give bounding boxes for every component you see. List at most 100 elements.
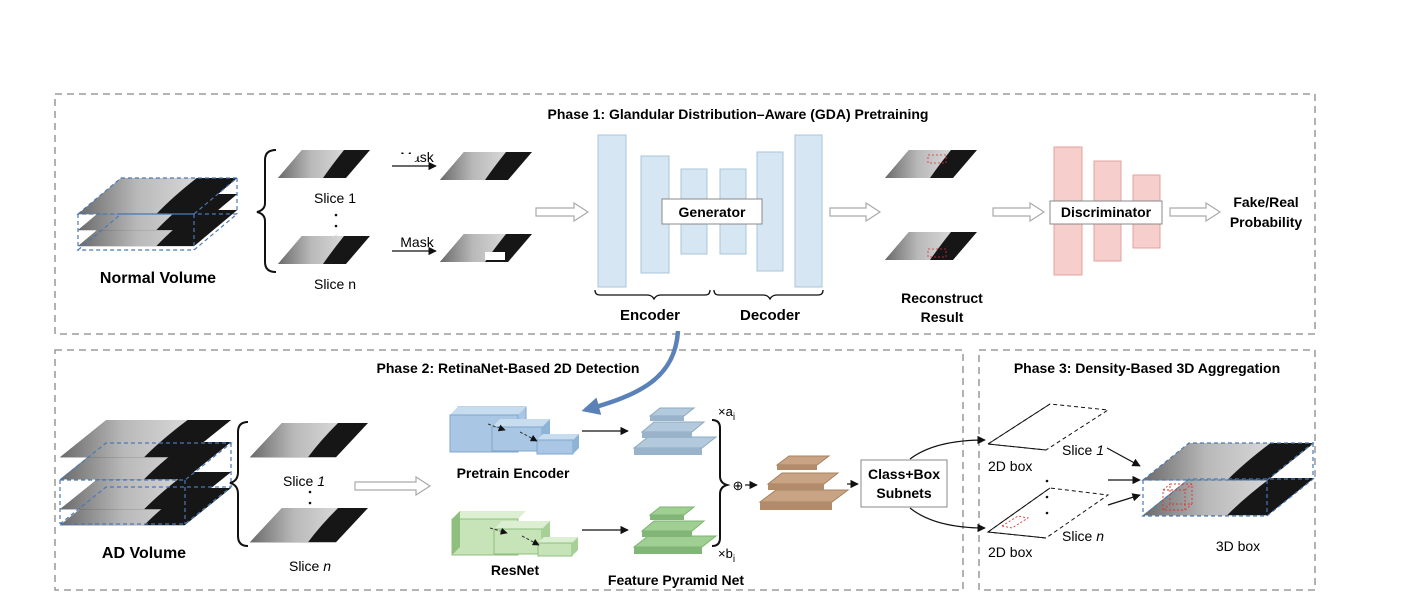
fpn-blue-level-1	[632, 436, 718, 449]
ad-slice-1-image	[250, 423, 368, 458]
ad-slice-1-label: Slice 1	[283, 473, 325, 489]
ad-volume-label: AD Volume	[102, 545, 186, 562]
reconstructed-slice-n-image	[885, 232, 977, 260]
fpn-green-level-2	[640, 520, 706, 532]
generator-unet: Generator	[597, 134, 823, 288]
discriminator-network: Discriminator	[1049, 146, 1163, 276]
output-label-line1: Fake/Real	[1233, 194, 1298, 210]
mask-patch-n	[485, 252, 505, 260]
volume-bounding-box-top	[76, 177, 239, 215]
fpn-label: Feature Pyramid Net	[608, 572, 744, 588]
reconstruct-label-line2: Result	[921, 309, 964, 325]
hollow-arrow-to-reconstruct	[829, 201, 882, 223]
encoder-label: Encoder	[620, 307, 680, 324]
slice-1-image	[278, 150, 370, 178]
normal-volume-stack	[76, 177, 239, 251]
reconstructed-slice-1-image	[885, 150, 977, 178]
pretrain-encoder-label: Pretrain Encoder	[457, 465, 570, 481]
phase3-vertical-ellipsis	[1045, 479, 1049, 515]
hollow-arrow-to-backbones	[354, 475, 432, 497]
resnet-block-3	[537, 542, 573, 557]
resnet-blocks	[451, 511, 578, 557]
vertical-ellipsis	[334, 213, 338, 239]
fpn-green-stack	[632, 506, 718, 554]
arrow-subnets-to-bottom-slice	[909, 507, 986, 533]
fpn-blue-level-3	[648, 407, 696, 417]
phase1-border	[54, 93, 1316, 335]
ad-slice-brace	[229, 421, 249, 547]
decoder-brace	[713, 289, 824, 301]
fused-level-1	[758, 489, 850, 503]
phase3-slice-n-label: Slice n	[1062, 528, 1104, 544]
pretrain-encoder-block-3	[536, 439, 574, 455]
output-label-line2: Probability	[1230, 214, 1303, 230]
arrow-subnets-to-top-slice	[909, 435, 986, 460]
fpn-blue-level-2	[640, 421, 706, 433]
box2d-bottom-label: 2D box	[988, 544, 1032, 560]
pretrained-weights-arrow	[581, 330, 681, 415]
reconstructed-patch-n	[927, 248, 947, 258]
arrow-top-to-3d	[1106, 447, 1141, 467]
phase2-panel: Phase 2: RetinaNet-Based 2D Detection AD…	[54, 330, 964, 591]
fused-level-3	[775, 455, 831, 466]
phase3-slice-1-label: Slice 1	[1062, 442, 1104, 458]
fpn-blue-stack	[632, 407, 718, 455]
fused-pyramid-stack	[758, 455, 850, 510]
aggregated-slice-top	[1143, 443, 1315, 481]
reconstructed-patch-1	[927, 154, 947, 164]
fpn-green-level-3	[648, 506, 696, 516]
multiplier-b: ×bi	[718, 546, 735, 565]
fpn-merge-brace	[711, 419, 731, 547]
discriminator-label: Discriminator	[1061, 204, 1152, 220]
box3d-label: 3D box	[1216, 538, 1260, 554]
decoder-block-3	[794, 134, 823, 288]
aggregated-3d-volume	[1141, 442, 1315, 517]
normal-volume-label: Normal Volume	[100, 270, 216, 287]
phase3-title: Phase 3: Density-Based 3D Aggregation	[1014, 360, 1280, 376]
multiplier-a: ×ai	[718, 404, 735, 423]
slice-1-label: Slice 1	[314, 190, 356, 206]
resnet-label: ResNet	[491, 562, 540, 578]
pretrain-encoder-blocks	[449, 406, 579, 455]
ad-volume-stack	[58, 420, 233, 526]
resnet-block-2	[493, 528, 543, 555]
decoder-label: Decoder	[740, 307, 800, 324]
elementwise-sum-symbol: ⊕	[733, 478, 744, 493]
phase1-title: Phase 1: Glandular Distribution–Aware (G…	[548, 106, 929, 122]
volume-bounding-box-bottom	[76, 213, 239, 251]
aggregated-slice-bottom	[1143, 478, 1315, 516]
phase3-border	[978, 349, 1316, 591]
slice-n-image	[278, 236, 370, 264]
ad-slice-n-image	[250, 508, 368, 543]
masked-slice-1-image	[440, 152, 532, 180]
slice-brace	[256, 149, 277, 273]
generator-box	[661, 198, 763, 225]
pretrain-encoder-block-2	[491, 426, 543, 452]
hollow-arrow-to-output	[1169, 201, 1222, 223]
box2d-top-label: 2D box	[988, 458, 1032, 474]
slice-n-label: Slice n	[314, 276, 356, 292]
fpn-green-level-1	[632, 535, 718, 548]
reconstruct-label-line1: Reconstruct	[901, 290, 983, 306]
subnets-label-line1: Class+Box	[868, 466, 940, 482]
subnets-label-line2: Subnets	[876, 485, 931, 501]
arrow-bottom-to-3d	[1107, 493, 1141, 506]
class-box-subnets-box	[860, 459, 948, 508]
phase2-title: Phase 2: RetinaNet-Based 2D Detection	[377, 360, 640, 376]
encoder-brace	[594, 289, 711, 301]
mask-patch-1	[393, 154, 420, 163]
detected-3d-box	[1162, 483, 1193, 511]
fused-level-2	[766, 472, 840, 485]
generator-label: Generator	[679, 204, 746, 220]
ad-slice-n-label: Slice n	[289, 558, 331, 574]
hollow-arrow-to-discriminator	[992, 201, 1046, 223]
hollow-arrow-to-generator	[535, 201, 590, 223]
phase3-panel: Phase 3: Density-Based 3D Aggregation 2D…	[909, 349, 1316, 591]
phase2-border	[54, 349, 964, 591]
phase1-panel: Phase 1: Glandular Distribution–Aware (G…	[54, 93, 1316, 335]
detected-2d-box	[1000, 515, 1030, 529]
mask-label-n: Mask	[400, 234, 434, 250]
encoder-block-1	[597, 134, 627, 288]
discriminator-box	[1049, 200, 1163, 225]
